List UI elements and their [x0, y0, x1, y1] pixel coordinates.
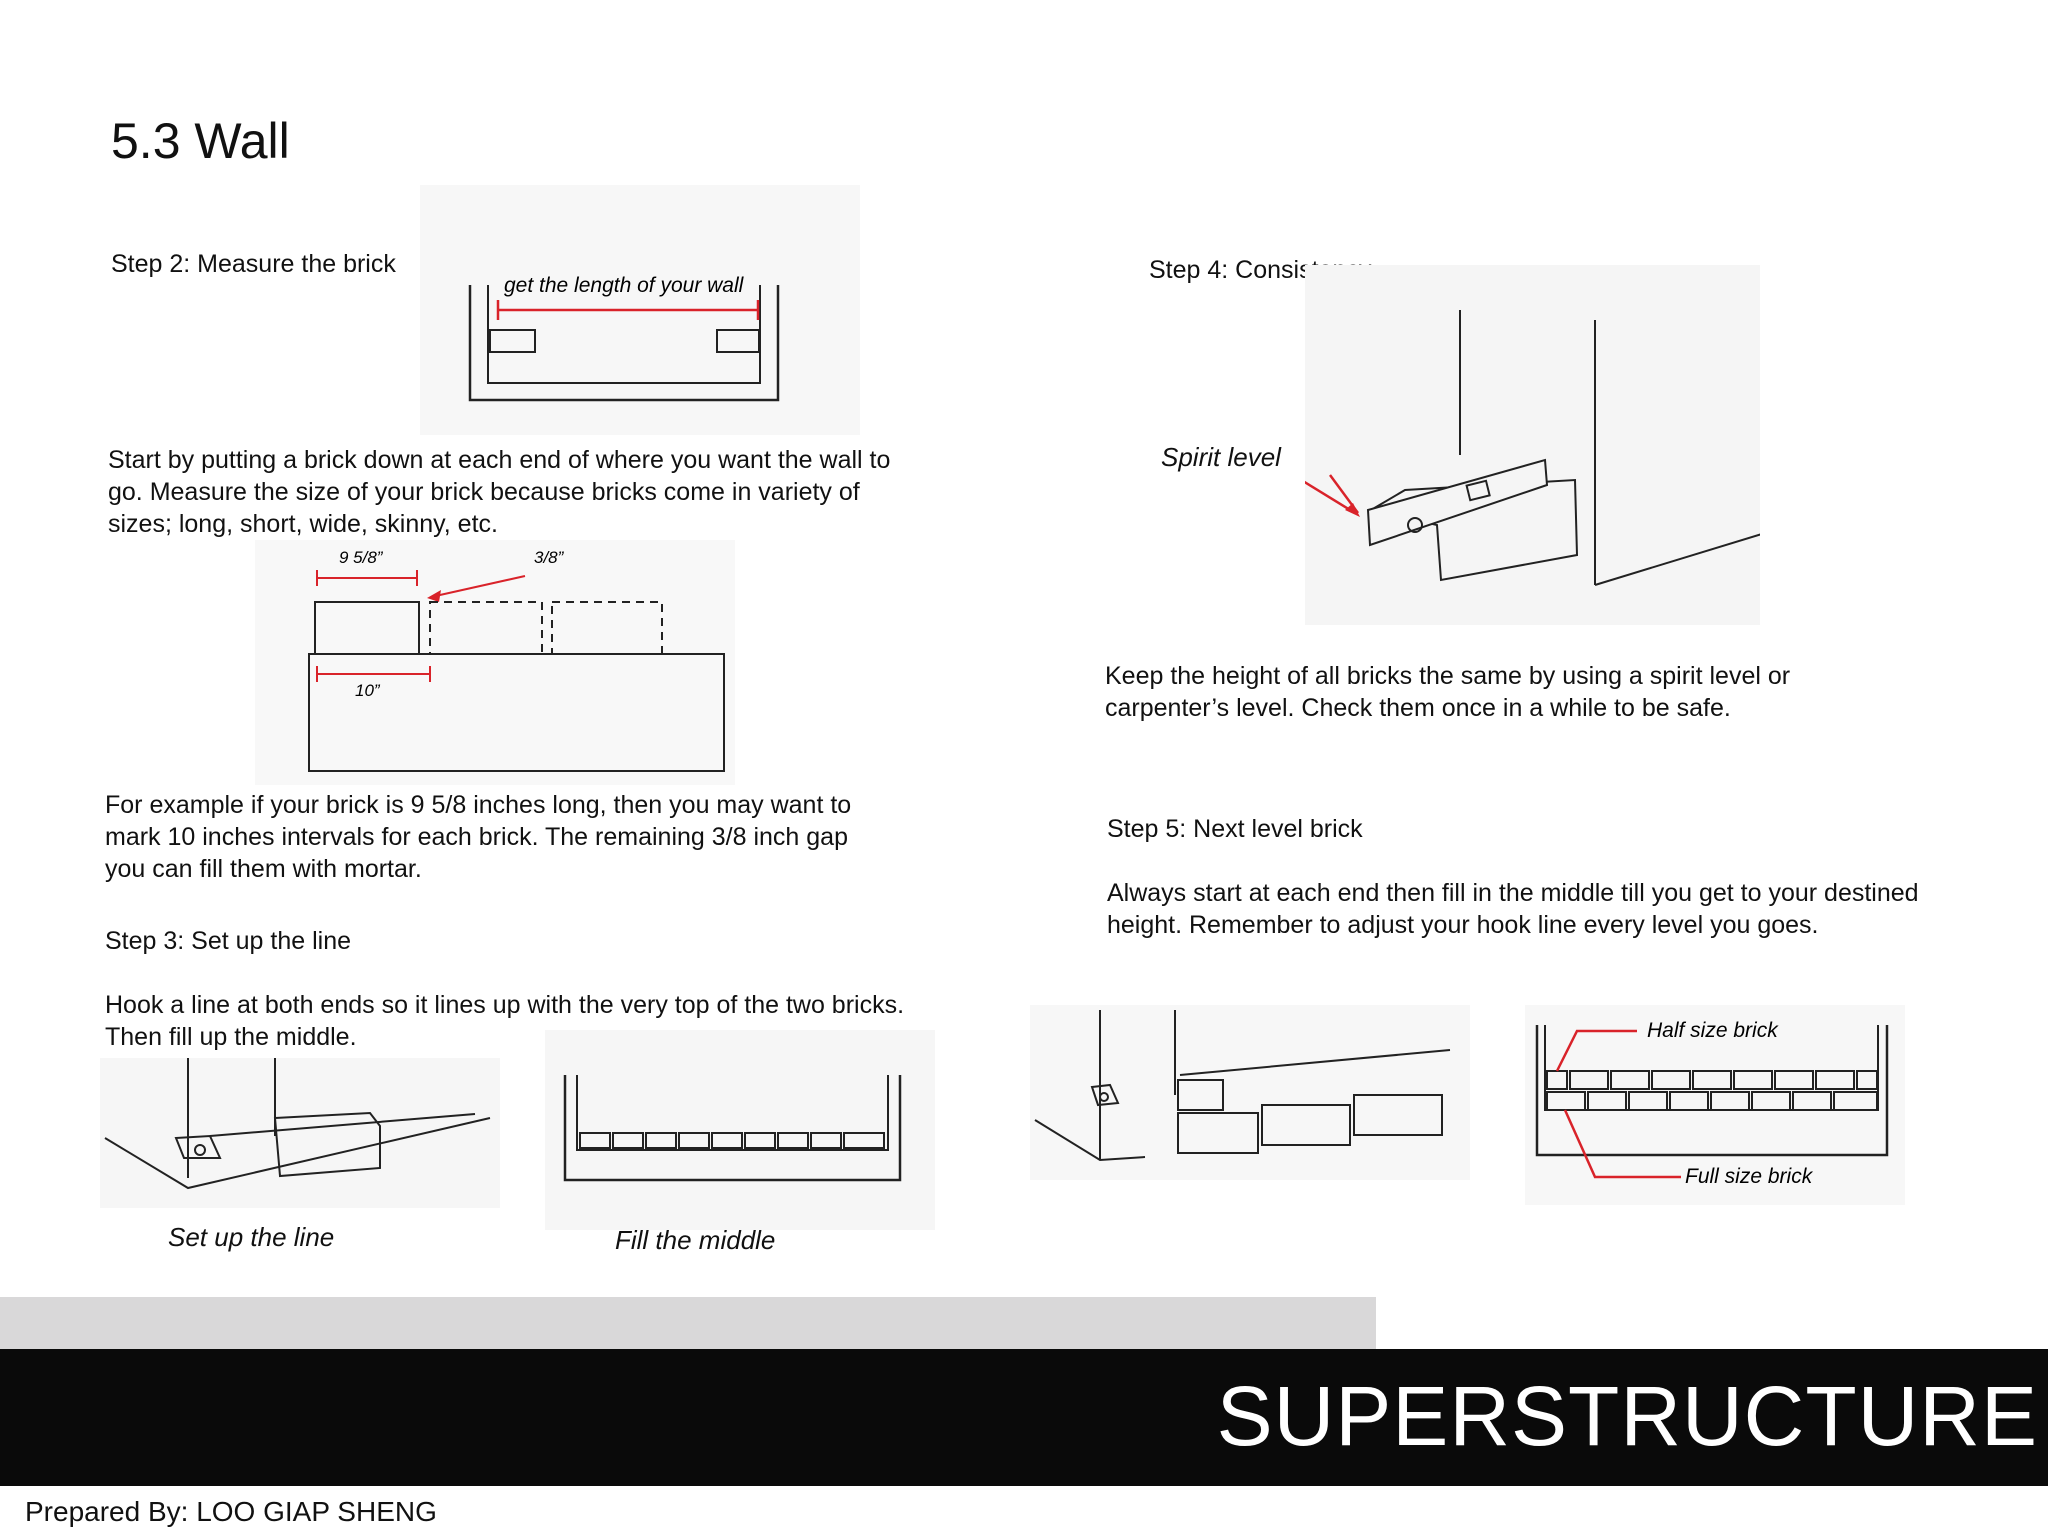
step2-paragraph2: For example if your brick is 9 5/8 inche… — [105, 791, 852, 883]
half-brick-label: Half size brick — [1647, 1019, 1779, 1042]
page-title: 5.3 Wall — [111, 113, 290, 169]
wall-length-diagram: get the length of your wall — [420, 185, 860, 435]
caption-set-up-line: Set up the line — [168, 1222, 335, 1252]
step2-heading: Step 2: Measure the brick — [111, 250, 396, 278]
end-bricks-diagram — [1030, 1005, 1470, 1180]
step2-paragraph1: Start by putting a brick down at each en… — [108, 446, 891, 538]
grey-band — [0, 1297, 1376, 1349]
step4-paragraph: Keep the height of all bricks the same b… — [1105, 662, 1791, 722]
brick-course-diagram: Half size brick Full size brick — [1525, 1005, 1905, 1205]
set-up-line-diagram — [100, 1058, 500, 1208]
fill-middle-diagram — [545, 1030, 935, 1230]
wall-length-label: get the length of your wall — [504, 274, 745, 297]
spirit-level-diagram — [1305, 265, 1760, 625]
brick-measure-diagram: 9 5/8” 3/8” 10” — [255, 540, 735, 785]
prepared-by-footer: Prepared By: LOO GIAP SHENG — [25, 1496, 437, 1527]
black-band — [0, 1349, 2048, 1486]
full-brick-label: Full size brick — [1685, 1165, 1814, 1188]
spirit-level-label: Spirit level — [1161, 442, 1281, 472]
step5-heading: Step 5: Next level brick — [1107, 815, 1363, 843]
step5-paragraph: Always start at each end then fill in th… — [1107, 879, 1919, 939]
dim-interval-label: 10” — [355, 681, 381, 700]
dim-gap-label: 3/8” — [534, 548, 565, 567]
step3-heading: Step 3: Set up the line — [105, 927, 352, 955]
caption-fill-middle: Fill the middle — [615, 1225, 776, 1255]
superstructure-banner: SUPERSTRUCTURE — [1216, 1369, 2038, 1463]
step3-paragraph: Hook a line at both ends so it lines up … — [105, 991, 905, 1051]
dim-brick-label: 9 5/8” — [339, 548, 384, 567]
